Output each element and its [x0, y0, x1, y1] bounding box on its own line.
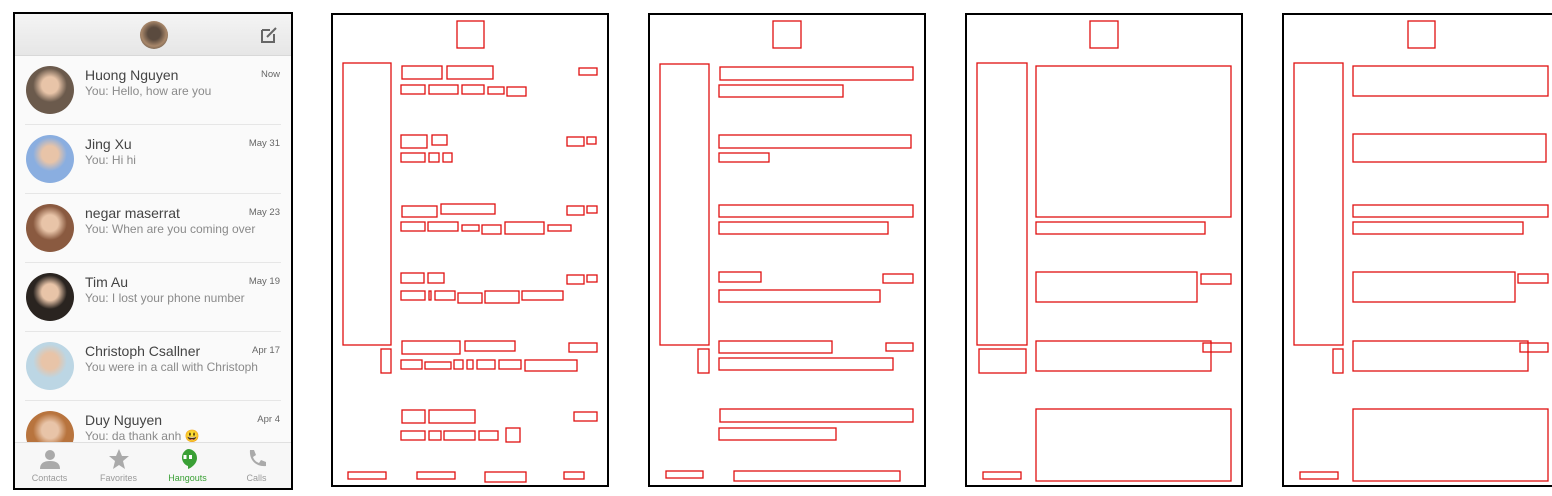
nav-label: Hangouts — [168, 473, 207, 483]
wireframe-panel-3 — [965, 13, 1243, 487]
nav-hangouts[interactable]: Hangouts — [153, 443, 222, 488]
last-message: You: When are you coming over — [85, 222, 256, 236]
last-message: You were in a call with Christoph — [85, 360, 258, 374]
timestamp: Apr 4 — [257, 414, 280, 425]
avatar — [26, 273, 74, 321]
avatar — [26, 342, 74, 390]
bottom-nav: Contacts Favorites Hangouts Calls — [15, 442, 291, 488]
divider — [25, 193, 281, 194]
contact-name: Jing Xu — [85, 136, 132, 152]
app-header — [15, 14, 291, 56]
nav-favorites[interactable]: Favorites — [84, 443, 153, 488]
wireframe-panel-2 — [648, 13, 926, 487]
timestamp: Now — [260, 69, 280, 80]
divider — [25, 331, 281, 332]
person-icon — [40, 450, 60, 469]
avatar — [26, 204, 74, 252]
nav-calls[interactable]: Calls — [222, 443, 291, 488]
timestamp: Apr 17 — [252, 345, 280, 356]
wireframe-panel-4 — [1282, 13, 1552, 487]
last-message: You: da thank anh 😃 — [85, 429, 200, 443]
contact-name: Tim Au — [85, 274, 129, 290]
divider — [25, 400, 281, 401]
avatar — [26, 66, 74, 114]
hangouts-icon — [181, 449, 197, 469]
divider — [25, 262, 281, 263]
contact-name: negar maserrat — [85, 205, 180, 221]
contact-name: Duy Nguyen — [85, 412, 163, 428]
star-icon — [109, 449, 129, 469]
nav-label: Contacts — [31, 473, 68, 483]
profile-avatar[interactable] — [140, 21, 168, 49]
compose-icon[interactable] — [260, 26, 278, 44]
nav-label: Favorites — [99, 473, 137, 483]
timestamp: May 19 — [248, 276, 280, 287]
last-message: You: I lost your phone number — [85, 291, 245, 305]
divider — [25, 124, 281, 125]
last-message: You: Hi hi — [85, 153, 136, 167]
wireframe-panel-1 — [331, 13, 609, 487]
phone-icon — [249, 450, 266, 467]
avatar — [26, 135, 74, 183]
contact-name: Huong Nguyen — [85, 67, 179, 83]
timestamp: May 23 — [248, 207, 280, 218]
smiley-emoji-icon: 😃 — [184, 429, 200, 443]
nav-label: Calls — [246, 473, 267, 483]
nav-contacts[interactable]: Contacts — [15, 443, 84, 488]
timestamp: May 31 — [248, 138, 280, 149]
last-message: You: Hello, how are you — [85, 84, 212, 98]
contact-name: Christoph Csallner — [85, 343, 201, 359]
